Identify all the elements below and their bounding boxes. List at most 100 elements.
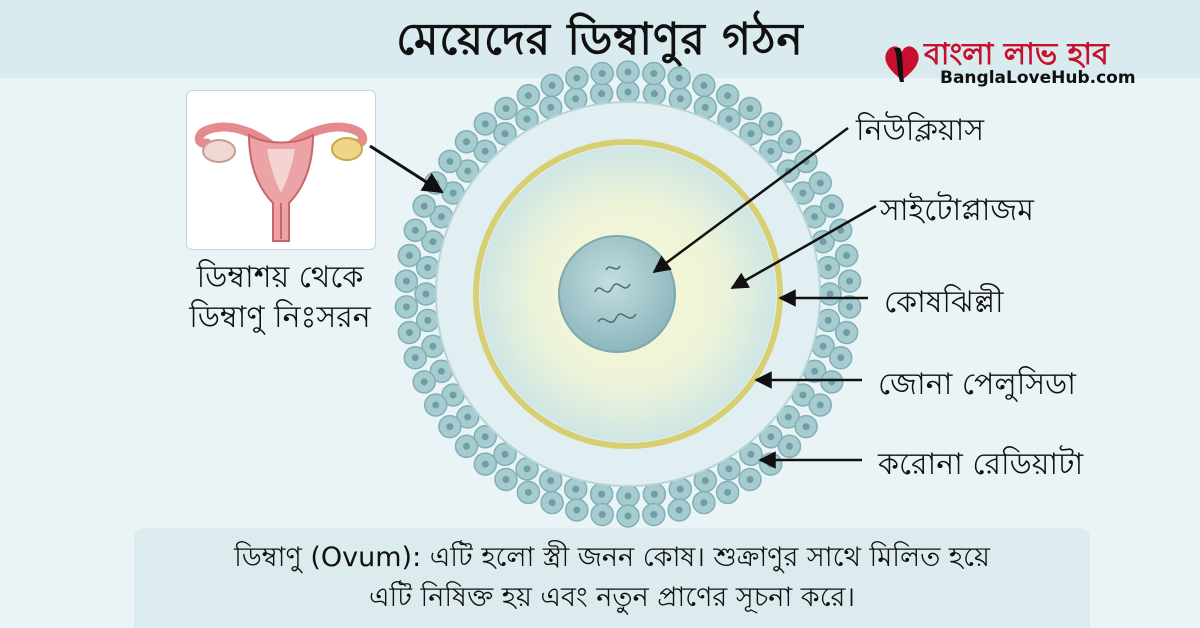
corona-cell-nucleus xyxy=(598,70,606,77)
label-cytoplasm: সাইটোপ্লাজম xyxy=(880,193,1034,228)
corona-cell-nucleus xyxy=(746,476,754,483)
corona-cell-nucleus xyxy=(429,342,437,350)
corona-cell-nucleus xyxy=(481,120,489,128)
corona-cell-nucleus xyxy=(446,423,454,431)
corona-cell-nucleus xyxy=(767,433,775,441)
corona-cell-nucleus xyxy=(405,329,413,336)
corona-cell-nucleus xyxy=(767,147,775,155)
corona-cell-nucleus xyxy=(725,465,733,473)
corona-cell-nucleus xyxy=(411,226,419,234)
corona-cell-nucleus xyxy=(700,499,708,507)
inset-caption-line2: ডিম্বাণু নিঃসরন xyxy=(189,300,371,335)
corona-cell-nucleus xyxy=(786,138,793,146)
heart-silhouette-icon xyxy=(885,46,919,82)
corona-cell-nucleus xyxy=(747,450,755,458)
corona-cell-nucleus xyxy=(449,189,457,197)
corona-cell-nucleus xyxy=(799,189,807,197)
corona-cell-nucleus xyxy=(524,92,532,100)
corona-cell-nucleus xyxy=(523,115,531,123)
corona-cell-nucleus xyxy=(547,477,555,485)
corona-cell-nucleus xyxy=(402,277,410,285)
corona-cell-nucleus xyxy=(650,70,658,77)
info-text: ডিম্বাণু (Ovum): এটি হলো স্ত্রী জনন কোষ।… xyxy=(134,538,1090,618)
corona-cell-nucleus xyxy=(502,105,510,112)
label-zona-pellucida: জোনা পেলুসিডা xyxy=(878,367,1076,402)
corona-cell-nucleus xyxy=(547,103,555,111)
corona-cell-nucleus xyxy=(501,130,509,138)
corona-cell-nucleus xyxy=(446,157,454,165)
uterus-ovary-icon xyxy=(194,122,368,242)
corona-cell-nucleus xyxy=(437,213,445,221)
page-title: মেয়েদের ডিম্বাণুর গঠন xyxy=(396,14,804,65)
corona-cell-nucleus xyxy=(572,485,580,493)
corona-cell-nucleus xyxy=(700,81,708,89)
corona-cell-nucleus xyxy=(464,167,472,175)
corona-cell-nucleus xyxy=(572,95,580,103)
corona-cell-nucleus xyxy=(811,213,819,221)
inset-caption: ডিম্বাশয় থেকে ডিম্বাণু নিঃসরন xyxy=(140,258,420,338)
label-corona-radiata: করোনা রেডিয়াটা xyxy=(878,447,1084,482)
corona-cell-nucleus xyxy=(676,95,684,103)
corona-cell-nucleus xyxy=(432,401,440,409)
corona-cell-nucleus xyxy=(481,433,489,441)
ovary-inset-box xyxy=(186,90,376,250)
corona-cell-nucleus xyxy=(402,303,410,311)
corona-cell-nucleus xyxy=(422,290,430,298)
corona-cell-nucleus xyxy=(598,490,606,498)
corona-cell-nucleus xyxy=(650,90,658,98)
corona-cell-nucleus xyxy=(650,490,658,498)
corona-cell-nucleus xyxy=(424,316,432,324)
corona-cell-nucleus xyxy=(767,460,775,468)
corona-cell-nucleus xyxy=(701,477,709,485)
corona-cell-nucleus xyxy=(746,105,754,112)
inset-arrow xyxy=(369,144,444,194)
corona-cell-nucleus xyxy=(767,120,775,128)
label-nucleus: নিউক্লিয়াস xyxy=(856,113,985,148)
corona-cell-nucleus xyxy=(675,506,683,514)
corona-cell-nucleus xyxy=(802,423,810,431)
corona-cell-nucleus xyxy=(548,81,556,89)
corona-cell-nucleus xyxy=(846,277,854,285)
corona-cell-nucleus xyxy=(784,413,792,421)
corona-cell-nucleus xyxy=(420,378,428,386)
corona-cell-nucleus xyxy=(501,450,509,458)
brand-logo[interactable]: বাংলা লাভ হাব BanglaLoveHub.com xyxy=(880,30,1180,90)
corona-cell-nucleus xyxy=(824,316,832,324)
corona-cell-nucleus xyxy=(598,90,606,98)
corona-cell-nucleus xyxy=(724,488,732,496)
corona-cell-nucleus xyxy=(816,179,824,187)
corona-cell-nucleus xyxy=(573,506,581,514)
label-cell-membrane: কোষঝিল্লী xyxy=(884,285,1004,320)
corona-cell-nucleus xyxy=(837,226,845,234)
corona-cell-nucleus xyxy=(650,511,658,518)
corona-cell-nucleus xyxy=(429,238,437,246)
corona-cell-nucleus xyxy=(786,442,793,450)
corona-cell-nucleus xyxy=(573,74,581,82)
corona-cell-nucleus xyxy=(598,511,606,518)
chromatin-strands xyxy=(594,265,637,324)
corona-cell-nucleus xyxy=(524,488,532,496)
corona-cell-nucleus xyxy=(816,401,824,409)
corona-cell-nucleus xyxy=(424,264,432,272)
corona-cell-nucleus xyxy=(420,202,428,210)
corona-cell-nucleus xyxy=(675,74,683,82)
corona-cell-nucleus xyxy=(846,303,854,311)
corona-cell-nucleus xyxy=(799,391,807,399)
corona-cell-nucleus xyxy=(843,329,851,336)
corona-cell-nucleus xyxy=(811,367,819,375)
corona-cell-nucleus xyxy=(463,138,470,146)
corona-cell-nucleus xyxy=(701,103,709,111)
corona-cell-nucleus xyxy=(523,465,531,473)
corona-cell-nucleus xyxy=(843,252,851,259)
brand-site: BanglaLoveHub.com xyxy=(940,68,1136,88)
nucleus-arrow xyxy=(652,126,849,274)
info-box: ডিম্বাণু (Ovum): এটি হলো স্ত্রী জনন কোষ।… xyxy=(134,528,1090,628)
corona-cell-nucleus xyxy=(819,238,827,246)
inset-caption-line1: ডিম্বাশয় থেকে xyxy=(196,260,364,295)
corona-cell-nucleus xyxy=(676,485,684,493)
corona-cell-nucleus xyxy=(624,512,632,520)
corona-cell-nucleus xyxy=(449,391,457,399)
corona-cell-nucleus xyxy=(624,88,632,96)
corona-cell-nucleus xyxy=(819,342,827,350)
